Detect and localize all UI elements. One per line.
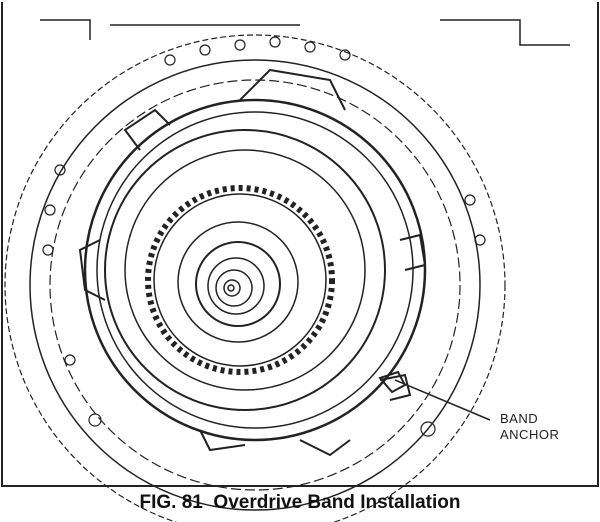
callout-line-2: ANCHOR xyxy=(500,427,560,442)
callout-band-anchor: BAND ANCHOR xyxy=(500,411,559,443)
housing-top-edge xyxy=(40,19,570,46)
callout-leader-line xyxy=(394,379,491,421)
shaft-ring-2 xyxy=(215,269,253,307)
drum-outer xyxy=(104,129,386,411)
gear-root xyxy=(153,193,327,367)
outer-case-ring xyxy=(4,34,506,522)
case-holes xyxy=(42,36,486,437)
hub-ring-2 xyxy=(195,241,281,327)
figure-caption: FIG. 81 Overdrive Band Installation xyxy=(139,492,461,513)
band-inner xyxy=(96,111,414,429)
shaft-center xyxy=(223,279,241,297)
overdrive-band xyxy=(83,98,427,442)
drum-face xyxy=(124,149,366,391)
hub-ring xyxy=(177,221,299,343)
case-ring xyxy=(29,59,481,511)
gear-teeth xyxy=(145,185,335,375)
shaft-ring xyxy=(207,257,265,315)
callout-line-1: BAND xyxy=(500,411,539,426)
frame-border xyxy=(1,2,599,487)
case-inner-ring xyxy=(49,79,461,491)
shaft-core xyxy=(227,284,235,292)
